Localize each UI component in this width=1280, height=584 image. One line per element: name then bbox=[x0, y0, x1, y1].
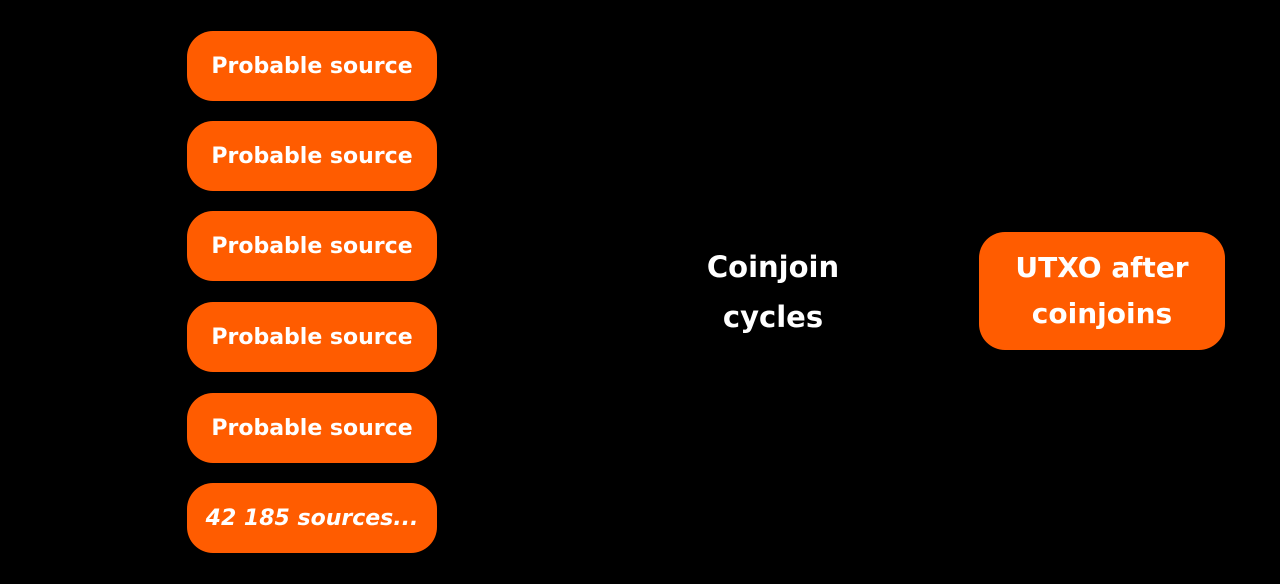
source-node-5: Probable source bbox=[187, 393, 437, 463]
center-label-line-1: Coinjoin bbox=[706, 250, 840, 284]
source-node-label: 42 185 sources... bbox=[205, 505, 419, 531]
result-label-line-2: coinjoins bbox=[1031, 297, 1173, 330]
connector-source-6 bbox=[436, 291, 663, 519]
coinjoin-cycles-label: Coinjoin cycles bbox=[662, 242, 884, 342]
source-node-remaining: 42 185 sources... bbox=[187, 483, 437, 553]
source-node-1: Probable source bbox=[187, 31, 437, 101]
connector-source-2 bbox=[436, 155, 663, 293]
source-node-label: Probable source bbox=[211, 143, 413, 169]
source-node-label: Probable source bbox=[211, 324, 413, 350]
source-node-2: Probable source bbox=[187, 121, 437, 191]
source-node-3: Probable source bbox=[187, 211, 437, 281]
result-label-line-1: UTXO after bbox=[1015, 251, 1189, 284]
connector-source-5 bbox=[436, 291, 663, 429]
connector-source-4 bbox=[436, 291, 663, 338]
source-node-label: Probable source bbox=[211, 53, 413, 79]
connector-source-3 bbox=[436, 245, 663, 293]
source-node-label: Probable source bbox=[211, 233, 413, 259]
connector-source-1 bbox=[436, 65, 663, 293]
source-node-label: Probable source bbox=[211, 415, 413, 441]
center-label-line-2: cycles bbox=[722, 300, 824, 334]
utxo-result-node: UTXO after coinjoins bbox=[979, 232, 1225, 350]
source-node-4: Probable source bbox=[187, 302, 437, 372]
